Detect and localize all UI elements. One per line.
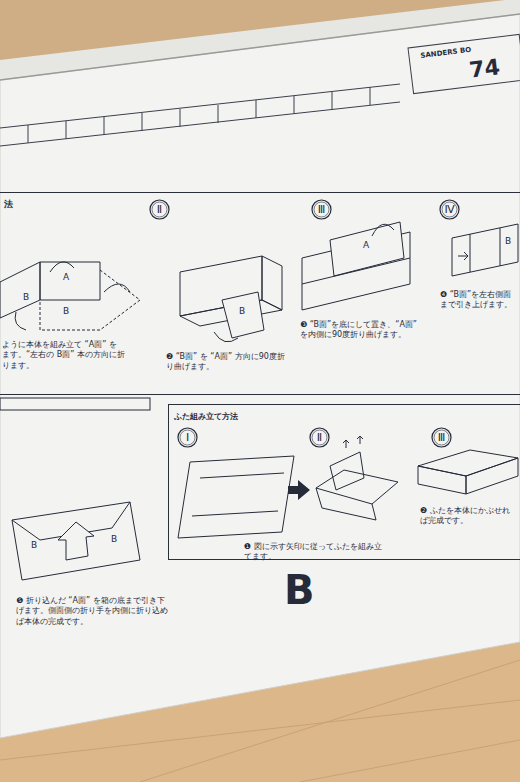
grid-strip: [0, 34, 520, 146]
section-heading: 法: [4, 198, 13, 211]
circle-outline: [178, 428, 197, 447]
step-arrow: [288, 480, 310, 500]
step-instruction: ❷ ふたを本体にかぶせれば完成です。: [420, 506, 516, 527]
big-letter: 74: [468, 54, 516, 81]
circle-outline: [150, 200, 169, 219]
step-instruction: ❷ “B面” を “A面” 方向に90度折り曲げます。: [166, 352, 292, 373]
big-letter: B: [284, 570, 334, 610]
step-number: Ⅰ: [186, 431, 189, 444]
step-instruction: ❹ “B面”を左右側面まで引き上げます。: [440, 290, 516, 311]
circle-outline: [312, 200, 331, 219]
box-fold-illustration: [180, 256, 282, 342]
instruction-panel: ふた組み立て方法 Ⅰ Ⅱ Ⅲ: [168, 404, 520, 560]
face-letter: B: [62, 306, 70, 318]
step-number-circle: Ⅲ: [311, 199, 332, 220]
step-number: Ⅲ: [318, 203, 326, 216]
flat-lid-illustration: [178, 456, 294, 538]
blank-band: [0, 398, 150, 410]
circle-outline: [432, 428, 451, 447]
circle-outline: [152, 202, 167, 217]
step-number-circle: Ⅱ: [309, 427, 330, 448]
step-number: Ⅱ: [157, 203, 162, 216]
face-letter: B: [238, 306, 246, 318]
step-instruction: ように本体を組み立て “A面” を ます。“左右の B面” 本の方向に折ります。: [2, 340, 126, 371]
face-letter: B: [504, 236, 512, 248]
face-letter: B: [22, 292, 30, 304]
step-instruction: ❸ “B面”を底にして置き、“A面” を内側に90度折り曲げます。: [300, 320, 424, 341]
box-pull-illustration: [12, 502, 140, 580]
step-number: Ⅱ: [317, 431, 322, 444]
circle-outline: [442, 202, 457, 217]
face-letter: A: [62, 272, 70, 284]
face-letter: B: [30, 540, 38, 552]
step-number: Ⅲ: [438, 431, 446, 444]
box-edge: [0, 14, 520, 80]
circle-outline: [180, 430, 195, 445]
box-face: [0, 14, 520, 738]
box-fold-illustration: [302, 222, 410, 310]
step-number-circle: Ⅰ: [177, 427, 198, 448]
face-letter: B: [110, 534, 118, 546]
step-number-circle: Ⅱ: [149, 199, 170, 220]
closed-box-illustration: [418, 450, 518, 494]
section-heading: ふた組み立て方法: [174, 411, 238, 422]
lid-fold-illustration: [316, 436, 398, 520]
circle-outline: [310, 428, 329, 447]
circle-outline: [312, 430, 327, 445]
box-fold-illustration: [452, 224, 518, 276]
step-number-circle: Ⅲ: [431, 427, 452, 448]
step-instruction: ❺ 折り込んだ “A面” を箱の底まで引き下げます。側面側の折り手を内側に折り込…: [16, 596, 168, 627]
step-number: Ⅳ: [444, 203, 454, 216]
circle-outline: [314, 202, 329, 217]
face-letter: A: [362, 240, 370, 252]
step-fold-illustration: [0, 262, 140, 330]
circle-outline: [434, 430, 449, 445]
circle-outline: [440, 200, 459, 219]
step-number-circle: Ⅳ: [439, 199, 460, 220]
step-instruction: ❶ 図に示す矢印に従ってふたを組み立てます。: [244, 542, 382, 563]
